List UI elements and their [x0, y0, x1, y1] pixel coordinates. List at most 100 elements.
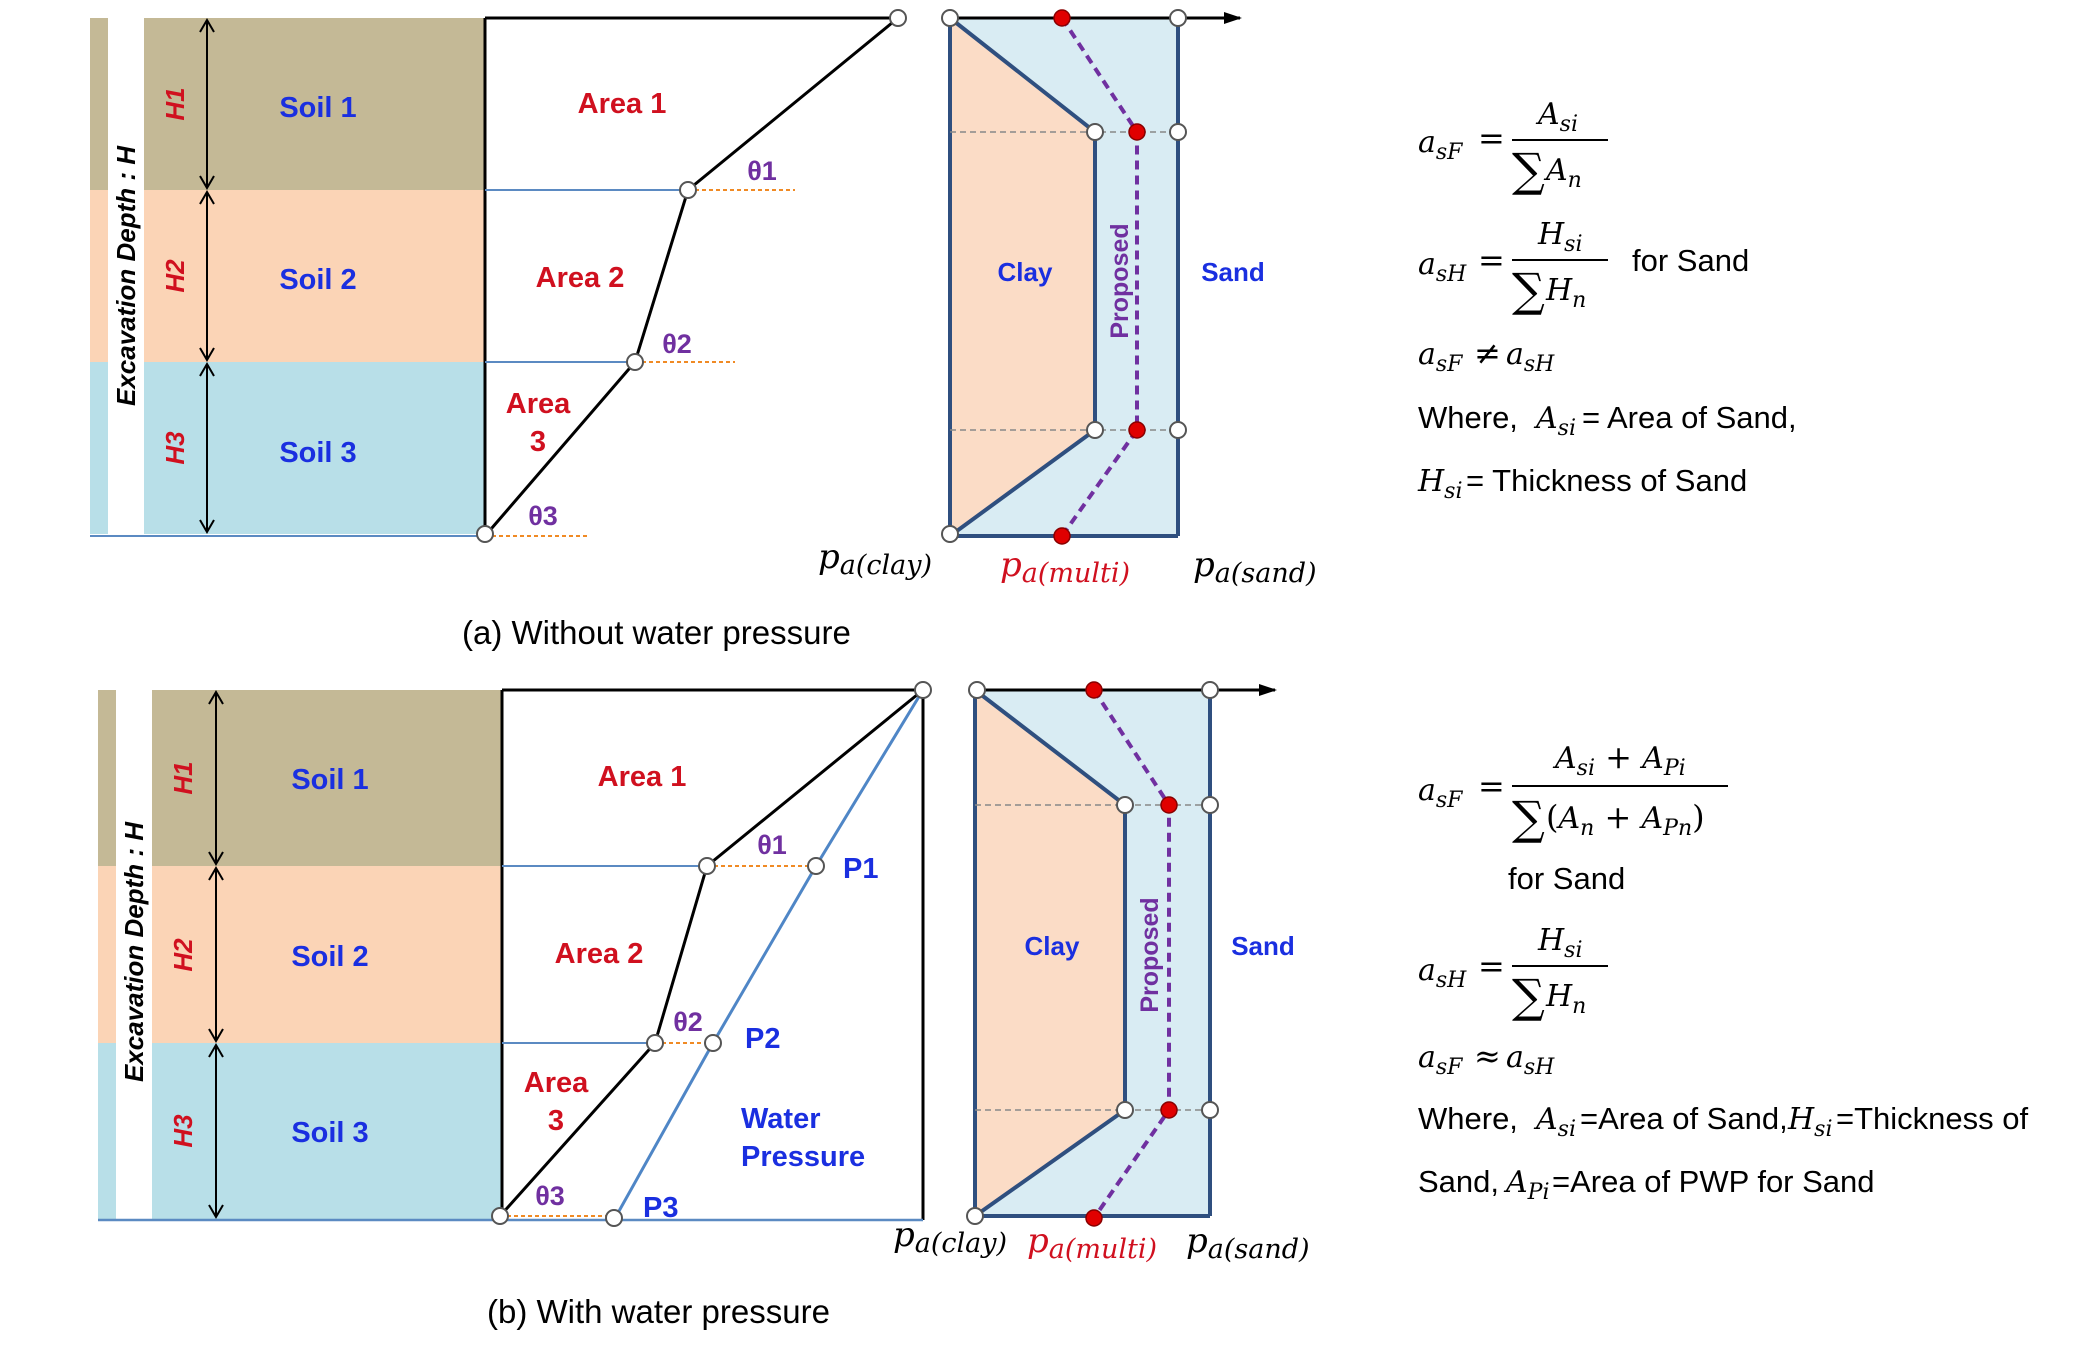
equations-b: asF = Asi + APi ∑ (An + APn) for Sand as… — [1418, 738, 2029, 1205]
clay-inner-outline — [973, 688, 1127, 1218]
red-node — [1160, 796, 1178, 814]
node — [1169, 123, 1187, 141]
caption-a: (a) Without water pressure — [462, 614, 851, 651]
soil-2-label: Soil 2 — [279, 264, 356, 296]
red-node — [1160, 1101, 1178, 1119]
earth-pressure-line — [498, 688, 924, 1218]
node — [966, 1207, 984, 1225]
thickness-of-sand-a: = Thickness of Sand — [1466, 463, 1747, 498]
clay-label: Clay — [998, 257, 1053, 287]
area-of-pwp-b: =Area of PWP for Sand — [1552, 1164, 1875, 1199]
pa-multi-label: pa(multi) — [1027, 1221, 1157, 1265]
svg-text:asH: asH — [1418, 247, 1467, 287]
pa-sand-label: pa(sand) — [1193, 545, 1317, 589]
h2-dimension — [208, 866, 224, 1043]
equations-a: asF = Asi ∑ An asH = Hsi ∑ Hn for Sand a… — [1417, 97, 1797, 504]
svg-text:APi: APi — [1503, 1165, 1550, 1205]
soil-1-label: Soil 1 — [279, 92, 356, 124]
p1-label: P1 — [843, 853, 878, 885]
svg-text:=: = — [1478, 947, 1505, 985]
node — [1169, 421, 1187, 439]
h2-label: H2 — [168, 938, 198, 972]
svg-text:Hsi: Hsi — [1537, 923, 1583, 963]
node — [605, 1209, 623, 1227]
node — [941, 9, 959, 27]
water-pressure-line — [612, 689, 925, 1221]
node — [698, 857, 716, 875]
water-pressure-label-line1: Water — [741, 1103, 821, 1135]
h2-dimension — [199, 190, 215, 362]
h1-dimension — [208, 690, 224, 866]
panel-a: Excavation Depth : H H1 H2 H3 Soil 1 Soi… — [90, 9, 1317, 651]
node — [646, 1034, 664, 1052]
h1-label: H1 — [160, 87, 190, 120]
svg-text:∑: ∑ — [1512, 143, 1545, 197]
svg-text:An: An — [1543, 153, 1582, 193]
proposed-line — [1092, 688, 1171, 1220]
svg-text:Hsi: Hsi — [1787, 1102, 1833, 1142]
node — [476, 525, 494, 543]
theta-1-label: θ1 — [747, 156, 777, 186]
earth-pressure-line — [483, 16, 899, 537]
node — [1169, 9, 1187, 27]
node — [1086, 123, 1104, 141]
h1-label: H1 — [168, 761, 198, 794]
h2-label: H2 — [160, 259, 190, 293]
where-a: Where, — [1418, 400, 1518, 435]
area-of-sand-b: =Area of Sand, — [1580, 1101, 1788, 1136]
svg-text:asH: asH — [1418, 953, 1467, 993]
water-pressure-label-line2: Pressure — [741, 1141, 865, 1173]
area-2-label: Area 2 — [536, 262, 625, 294]
pa-clay-label: pa(clay) — [893, 1215, 1007, 1259]
svg-text:=: = — [1478, 119, 1505, 157]
node — [807, 857, 825, 875]
h3-label: H3 — [168, 1114, 198, 1148]
svg-text:Hn: Hn — [1545, 979, 1586, 1019]
svg-text:Asi: Asi — [1535, 97, 1578, 137]
soil-3-layer — [98, 1043, 502, 1219]
svg-text:asH: asH — [1506, 1040, 1555, 1080]
area-1-label: Area 1 — [578, 88, 667, 120]
sand-label: Sand — [1201, 257, 1265, 287]
soil-1-layer — [90, 18, 485, 190]
svg-text:≈: ≈ — [1474, 1037, 1501, 1075]
clay-inner-outline — [948, 16, 1097, 538]
p3-label: P3 — [643, 1192, 678, 1224]
area-1-label: Area 1 — [598, 761, 687, 793]
h3-label: H3 — [160, 431, 190, 465]
area-3-label-line2: 3 — [530, 426, 546, 458]
svg-text:Hsi: Hsi — [1417, 464, 1463, 504]
proposed-label: Proposed — [1106, 223, 1134, 338]
clay-label: Clay — [1025, 931, 1080, 961]
clay-region — [975, 690, 1125, 1216]
svg-text:asF: asF — [1418, 1040, 1463, 1080]
node — [704, 1034, 722, 1052]
node — [1201, 681, 1219, 699]
svg-text:=: = — [1478, 767, 1505, 805]
soil-1-label: Soil 1 — [291, 764, 368, 796]
soil-2-layer — [90, 190, 485, 362]
theta-1-label: θ1 — [757, 830, 787, 860]
svg-text:asF: asF — [1418, 773, 1463, 813]
svg-text:∑: ∑ — [1512, 263, 1545, 317]
panel-b: Excavation Depth : H H1 H2 H3 Soil 1 Soi… — [98, 681, 1310, 1330]
node — [941, 525, 959, 543]
node — [1116, 1101, 1134, 1119]
p2-label: P2 — [745, 1023, 780, 1055]
svg-text:∑: ∑ — [1512, 969, 1545, 1023]
red-node — [1085, 1209, 1103, 1227]
svg-text:Asi: Asi — [1533, 1102, 1576, 1142]
node — [889, 9, 907, 27]
clay-region — [950, 18, 1095, 536]
soil-1-layer — [98, 690, 502, 866]
soil-3-label: Soil 3 — [291, 1117, 368, 1149]
svg-text:Asi: Asi — [1533, 401, 1576, 441]
pa-clay-label: pa(clay) — [818, 537, 932, 581]
area-3-label-line2: 3 — [548, 1105, 564, 1137]
red-node — [1053, 527, 1071, 545]
area-2-label: Area 2 — [555, 938, 644, 970]
where-b: Where, — [1418, 1101, 1518, 1136]
red-node — [1053, 9, 1071, 27]
h3-dimension — [199, 362, 215, 534]
